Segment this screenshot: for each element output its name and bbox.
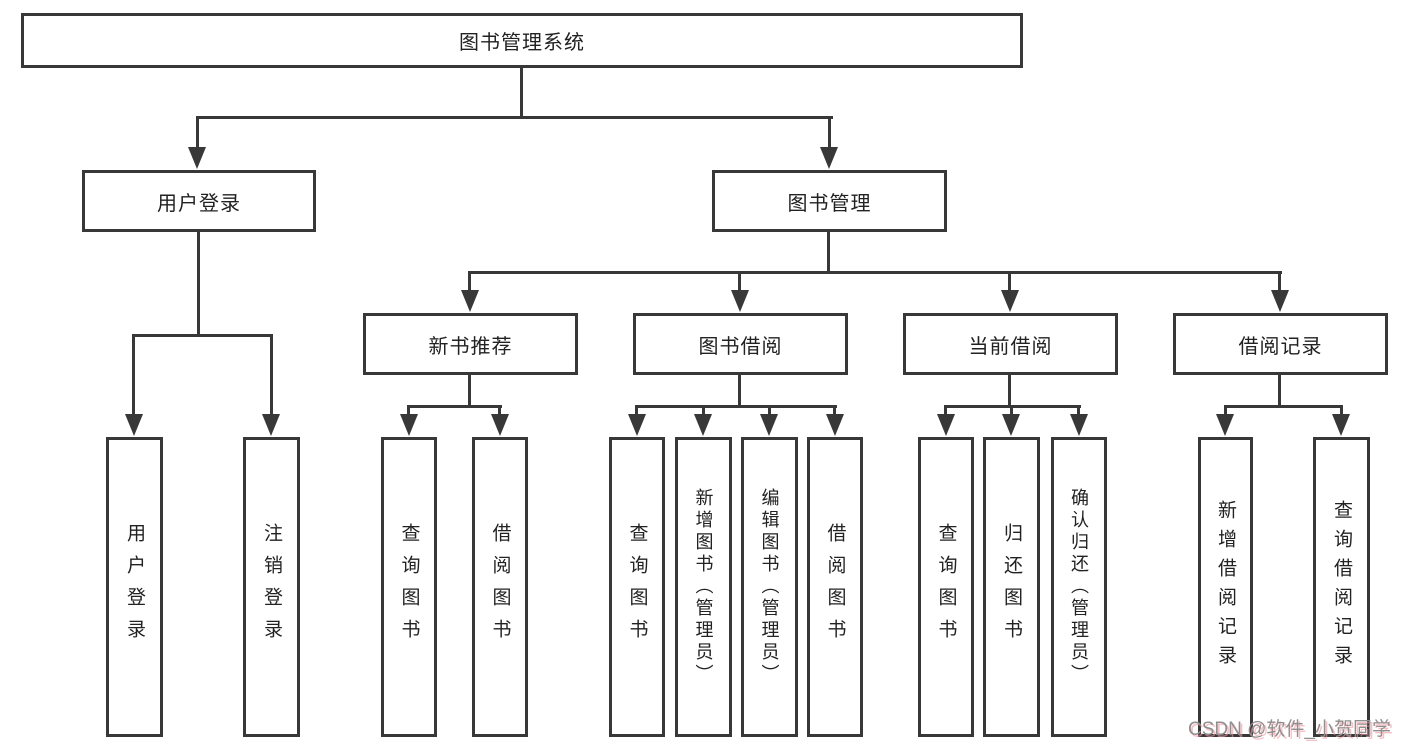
leaf-records-query-record: 查询借阅记录 [1313,437,1370,737]
node-label: 图书管理 [787,192,872,215]
leaf-records-add-record: 新增借阅记录 [1198,437,1253,737]
leaf-borrow-edit-books-admin: 编辑图书（管理员） [741,437,798,737]
arrow-down-icon [628,414,646,436]
arrow-down-icon [262,414,280,436]
node-new-book-recommend: 新书推荐 [363,313,578,375]
leaf-current-query-books: 查询图书 [918,437,974,737]
node-root: 图书管理系统 [21,13,1023,68]
arrow-down-icon [491,414,509,436]
connector-line [1224,405,1227,416]
arrow-down-icon [1070,414,1088,436]
leaf-logout: 注销登录 [243,437,300,737]
connector-line [468,271,1282,274]
connector-line [196,116,199,150]
connector-line [407,405,502,408]
node-book-management: 图书管理 [712,170,947,232]
connector-line [1224,405,1343,408]
arrow-down-icon [826,414,844,436]
arrow-down-icon [400,414,418,436]
arrow-down-icon [820,147,838,169]
connector-line [738,375,741,407]
connector-line [944,405,947,416]
node-label: 用户登录 [157,192,241,215]
connector-line [635,405,638,416]
arrow-down-icon [125,414,143,436]
connector-line [1340,405,1343,416]
connector-line [768,405,771,416]
leaf-borrow-borrow-books: 借阅图书 [807,437,863,737]
connector-line [738,271,741,291]
arrow-down-icon [694,414,712,436]
connector-line [1278,375,1281,407]
leaf-label: 编辑图书（管理员） [759,488,780,686]
arrow-down-icon [461,290,479,312]
connector-line [833,405,836,416]
arrow-down-icon [1002,414,1020,436]
watermark: CSDN @软件_小贺同学 [1188,719,1391,740]
node-label: 新书推荐 [428,335,513,358]
leaf-recommend-borrow-books: 借阅图书 [472,437,528,737]
node-label: 当前借阅 [968,335,1053,358]
connector-line [132,334,135,414]
leaf-recommend-query-books: 查询图书 [381,437,437,737]
node-current-borrow: 当前借阅 [903,313,1118,375]
leaf-label: 查询图书 [935,523,957,651]
connector-line [827,232,830,274]
arrow-down-icon [1332,414,1350,436]
connector-line [270,334,273,414]
leaf-current-confirm-return-admin: 确认归还（管理员） [1051,437,1107,737]
leaf-label: 新增借阅记录 [1215,500,1236,674]
leaf-label: 借阅图书 [489,523,511,651]
leaf-label: 查询图书 [626,523,648,651]
connector-line [520,68,523,118]
leaf-label: 用户登录 [124,523,145,651]
leaf-borrow-query-books: 查询图书 [609,437,665,737]
connector-line [468,375,471,407]
connector-line [1010,405,1013,416]
leaf-label: 注销登录 [261,523,282,651]
connector-line [1008,271,1011,291]
connector-line [468,271,471,291]
connector-line [702,405,705,416]
connector-line [132,334,273,337]
leaf-user-login: 用户登录 [106,437,163,737]
node-label: 图书借阅 [698,335,783,358]
leaf-current-return-books: 归还图书 [983,437,1040,737]
leaf-label: 查询图书 [398,523,420,651]
node-borrow-records: 借阅记录 [1173,313,1388,375]
connector-line [1278,271,1281,291]
leaf-label: 新增图书（管理员） [693,488,714,686]
arrow-down-icon [760,414,778,436]
arrow-down-icon [188,147,206,169]
connector-line [1008,375,1011,407]
leaf-label: 借阅图书 [824,523,846,651]
connector-line [828,116,831,150]
arrow-down-icon [731,290,749,312]
connector-line [1077,405,1080,416]
node-user-login: 用户登录 [82,170,316,232]
arrow-down-icon [937,414,955,436]
leaf-label: 确认归还（管理员） [1069,488,1089,686]
arrow-down-icon [1216,414,1234,436]
arrow-down-icon [1001,290,1019,312]
leaf-label: 查询借阅记录 [1331,500,1352,674]
node-label: 借阅记录 [1238,335,1323,358]
connector-line [196,116,833,119]
connector-line [197,232,200,336]
connector-line [635,405,837,408]
node-book-borrow: 图书借阅 [633,313,848,375]
arrow-down-icon [1271,290,1289,312]
connector-line [498,405,501,416]
leaf-borrow-add-books-admin: 新增图书（管理员） [675,437,732,737]
leaf-label: 归还图书 [1001,523,1022,651]
connector-line [407,405,410,416]
node-label: 图书管理系统 [459,32,585,54]
